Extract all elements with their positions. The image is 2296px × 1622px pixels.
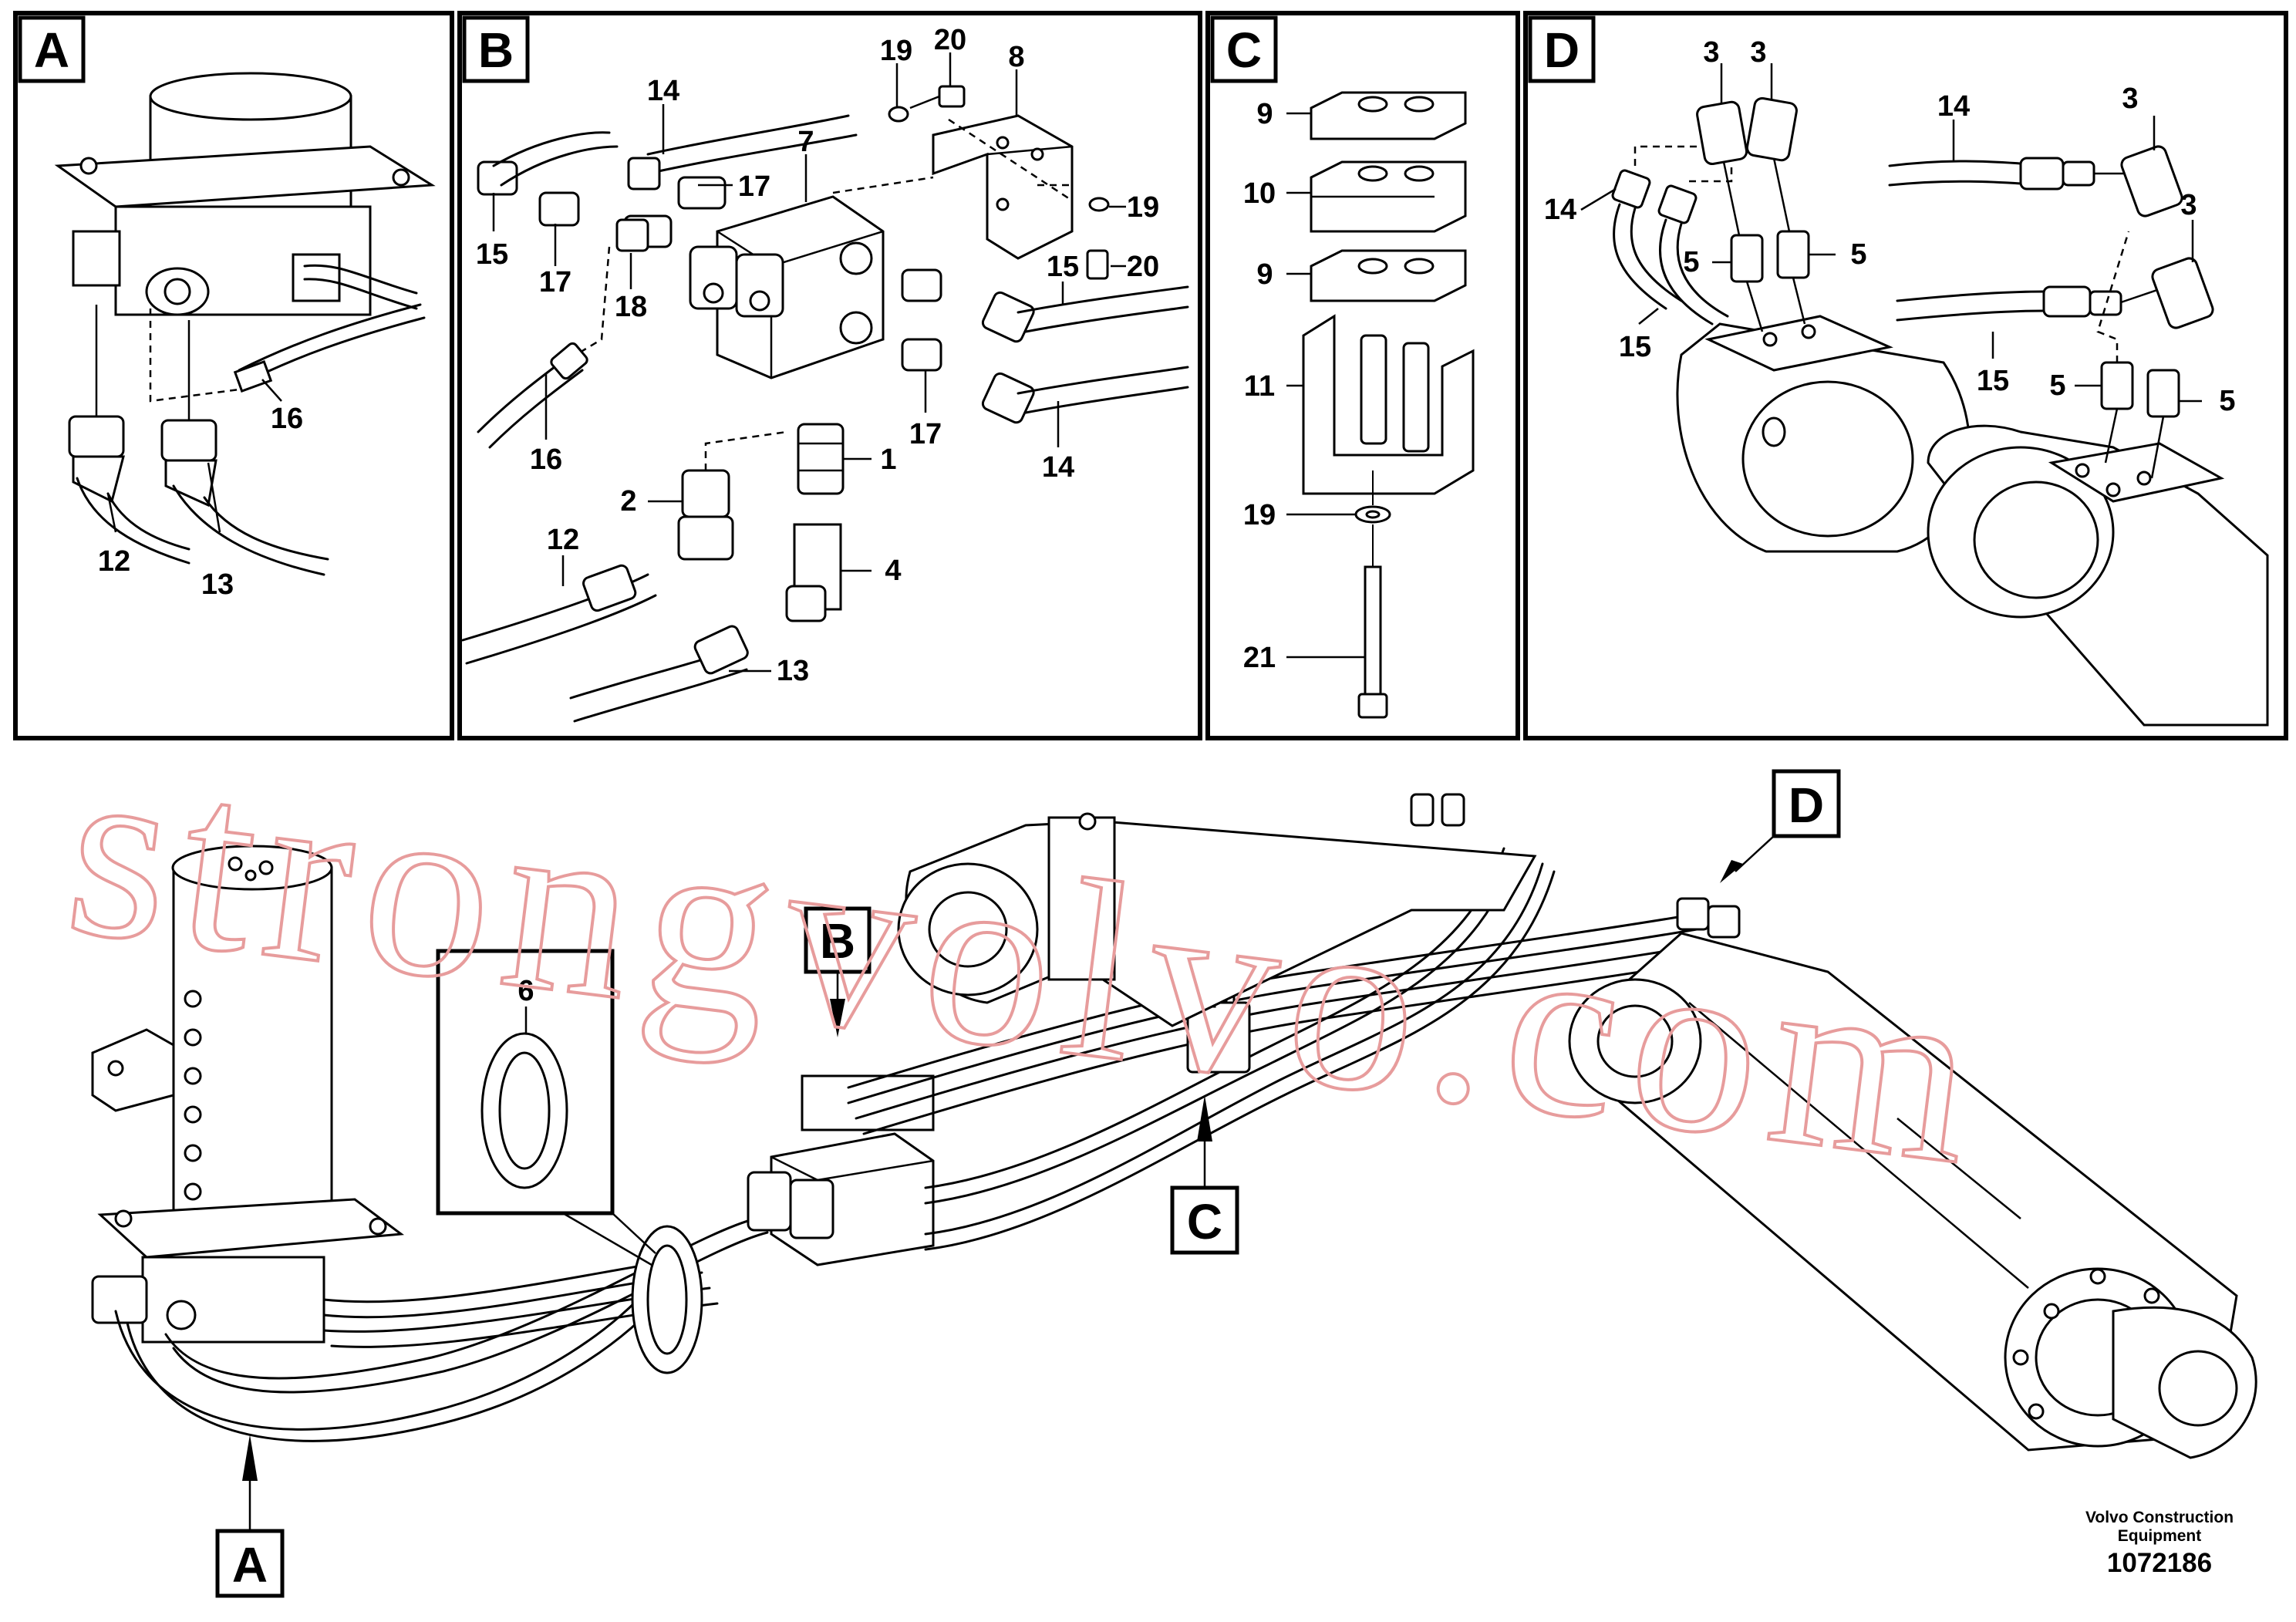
callout-b-letter: B	[820, 913, 855, 969]
panel-a-drawing: 16 12 13	[54, 72, 436, 601]
watermark-text: strongvolvo.com	[55, 705, 2001, 1219]
panel-c-letter: C	[1226, 22, 1262, 78]
panel-d-label: 5	[2049, 369, 2065, 402]
panel-a-letter: A	[34, 22, 69, 78]
panel-d-frame	[1523, 11, 2288, 740]
panel-c-label: 21	[1243, 642, 1276, 674]
panel-c-frame	[1205, 11, 1520, 740]
overview-drawing: 6	[91, 793, 2257, 1459]
panel-b-label: 18	[615, 291, 647, 323]
panel-b-label: 17	[909, 418, 942, 450]
panel-d-label: 15	[1977, 365, 2009, 397]
panel-b-label: 14	[1042, 451, 1074, 484]
credit-line-2: Equipment	[2118, 1527, 2202, 1545]
panel-c-label: 9	[1256, 258, 1273, 291]
panel-b-label: 17	[738, 170, 770, 203]
panel-b-label: 19	[1127, 191, 1159, 224]
panel-d-label: 3	[2122, 83, 2138, 115]
panel-c-label: 9	[1256, 98, 1273, 130]
panel-d-label: 14	[1937, 90, 1970, 123]
panel-b-frame	[457, 11, 1202, 740]
panel-d-label: 5	[1683, 246, 1699, 278]
part-number: 1072186	[2107, 1548, 2212, 1578]
panel-letters: A B C D	[18, 15, 1596, 83]
panel-b-label: 1	[880, 443, 896, 476]
panel-b-label: 20	[1127, 251, 1159, 283]
panel-c-label: 19	[1243, 499, 1276, 531]
panel-b-label: 15	[1047, 251, 1079, 283]
credit-line-1: Volvo Construction	[2085, 1509, 2234, 1526]
panel-b-label: 2	[620, 485, 636, 518]
panel-b-label: 12	[547, 524, 579, 556]
panel-b-label: 7	[797, 126, 814, 158]
panel-d-label: 14	[1544, 194, 1576, 226]
panel-a-frame	[13, 11, 454, 740]
detail-label-6: 6	[518, 975, 534, 1007]
callout-b-box	[804, 906, 872, 974]
panel-d-letter: D	[1544, 22, 1580, 78]
panel-b-letter: B	[478, 22, 514, 78]
panel-b-label: 15	[476, 238, 508, 271]
panel-d-label: 3	[2180, 189, 2197, 221]
overview-callouts: D B C A	[215, 769, 1841, 1598]
panel-c-drawing: 9 10 9 11 19 21	[1243, 91, 1475, 719]
callout-d-letter: D	[1789, 777, 1824, 833]
callout-a-letter: A	[232, 1537, 268, 1593]
panel-d-label: 5	[2219, 385, 2235, 417]
panel-b-label: 4	[885, 555, 901, 587]
panel-b-drawing: 19 20 8 14 7 17 19 15 17 18 20 15 16 1 1…	[461, 24, 1189, 723]
panel-d-label: 5	[1850, 238, 1866, 271]
callout-d-box	[1772, 769, 1841, 838]
panel-frames	[13, 11, 2288, 740]
panel-c-label: 10	[1243, 177, 1276, 210]
panel-b-label: 16	[530, 443, 562, 476]
callout-c-letter: C	[1187, 1194, 1222, 1249]
panel-a-label: 16	[271, 403, 303, 435]
panel-b-label: 17	[539, 266, 571, 298]
panel-d-label: 3	[1750, 36, 1766, 69]
panel-c-label: 11	[1244, 370, 1275, 403]
panel-d-label: 3	[1703, 36, 1719, 69]
panel-b-label: 20	[934, 24, 966, 56]
panel-d-drawing: 3 3 14 3 14 5 5 3 15 15 5 5	[1544, 36, 2269, 727]
panel-b-label: 8	[1008, 41, 1024, 73]
panel-d-label: 15	[1619, 331, 1651, 363]
panel-b-label: 14	[647, 75, 679, 107]
panel-b-label: 13	[777, 655, 809, 687]
panel-a-label: 13	[201, 568, 234, 601]
panel-b-label: 19	[880, 35, 912, 67]
panel-a-label: 12	[98, 545, 130, 578]
